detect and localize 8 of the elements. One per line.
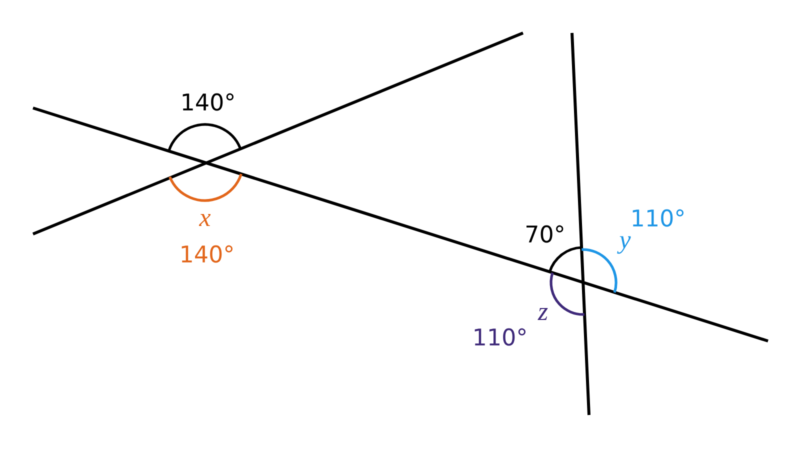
angle-label: 140°	[182, 93, 234, 111]
variable-label: z	[538, 308, 548, 320]
angle-label: 70°	[526, 225, 564, 243]
angle-label: 140°	[182, 245, 232, 263]
variable-label: y	[617, 236, 631, 254]
variable-label: x	[198, 214, 211, 226]
angle-label: 110°	[474, 328, 526, 346]
angle-label: 110°	[632, 209, 684, 227]
